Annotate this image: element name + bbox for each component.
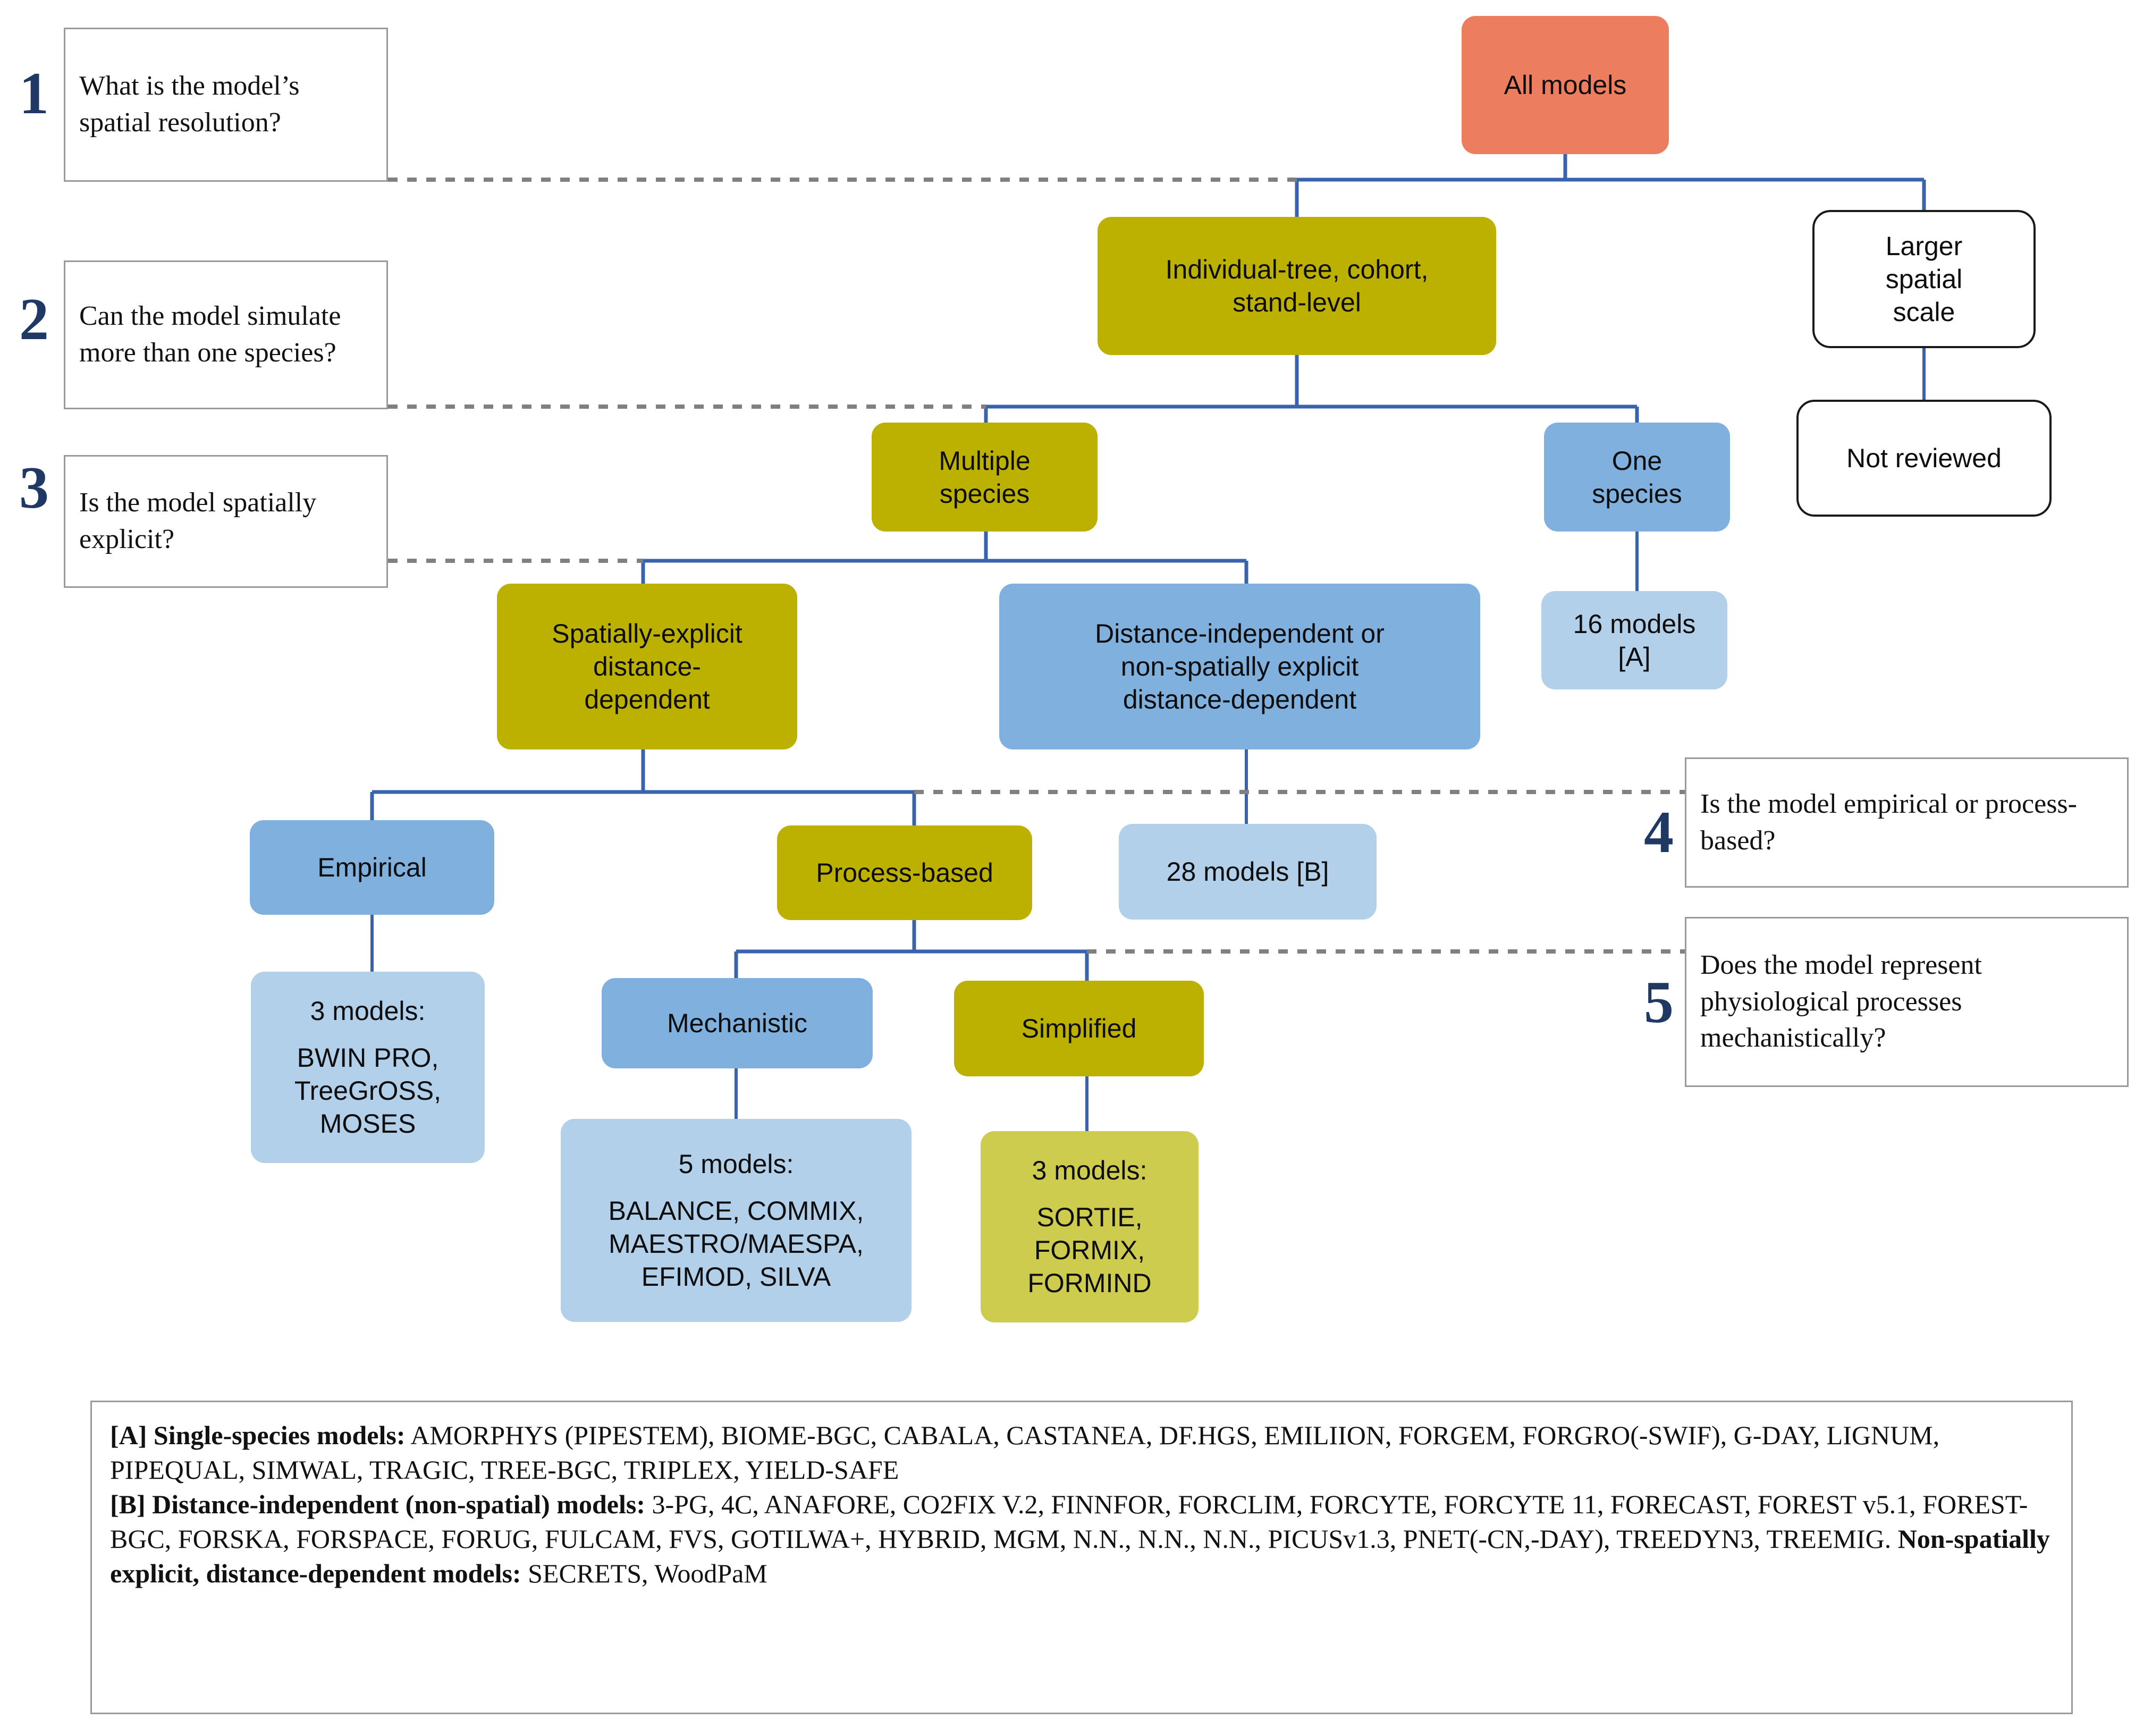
node-spatially-explicit-line1: Spatially-explicit bbox=[552, 619, 742, 648]
node-simplified-models-line3: FORMIND bbox=[1027, 1268, 1152, 1298]
question-text-5: Does the model represent physiological p… bbox=[1700, 950, 1982, 1054]
node-process-based-label: Process-based bbox=[816, 858, 993, 888]
node-individual-tree-line2: stand-level bbox=[1233, 288, 1361, 317]
node-spatially-explicit[interactable]: Spatially-explicit distance- dependent bbox=[497, 584, 797, 749]
node-distance-independent[interactable]: Distance-independent or non-spatially ex… bbox=[999, 584, 1480, 749]
question-text-4: Is the model empirical or process-based? bbox=[1700, 788, 2077, 856]
question-box-5: Does the model represent physiological p… bbox=[1685, 917, 2129, 1087]
node-larger-spatial-scale-line3: scale bbox=[1893, 297, 1955, 327]
footnote-b-label: [B] Distance-independent (non-spatial) m… bbox=[110, 1489, 645, 1519]
node-simplified-label: Simplified bbox=[1021, 1014, 1137, 1043]
node-simplified-models-line1: SORTIE, bbox=[1036, 1202, 1143, 1232]
footnote-panel: [A] Single-species models: AMORPHYS (PIP… bbox=[90, 1401, 2073, 1714]
node-individual-tree-line1: Individual-tree, cohort, bbox=[1165, 255, 1429, 284]
node-16-models-line2: [A] bbox=[1618, 642, 1651, 672]
footnote-b-text: 3-PG, 4C, ANAFORE, CO2FIX V.2, FINNFOR, … bbox=[110, 1489, 2028, 1554]
node-mechanistic-models-line3: EFIMOD, SILVA bbox=[641, 1262, 831, 1292]
node-16-models-line1: 16 models bbox=[1573, 609, 1696, 639]
footnote-c-label: Non-spatially explicit, distance-depende… bbox=[110, 1524, 2050, 1588]
question-number-2: 2 bbox=[19, 286, 49, 352]
question-text-3: Is the model spatially explicit? bbox=[79, 487, 317, 554]
node-empirical-models-line1: BWIN PRO, bbox=[297, 1043, 439, 1073]
question-text-2: Can the model simulate more than one spe… bbox=[79, 301, 341, 368]
node-all-models-label: All models bbox=[1504, 70, 1627, 100]
node-mechanistic-models-count: 5 models: bbox=[678, 1149, 794, 1179]
node-mechanistic-models[interactable]: 5 models: BALANCE, COMMIX, MAESTRO/MAESP… bbox=[561, 1119, 912, 1322]
node-one-species-line2: species bbox=[1592, 478, 1682, 509]
node-empirical-label: Empirical bbox=[317, 853, 427, 882]
node-empirical-models[interactable]: 3 models: BWIN PRO, TreeGrOSS, MOSES bbox=[251, 972, 485, 1163]
node-distance-independent-line3: distance-dependent bbox=[1123, 685, 1357, 714]
node-empirical-models-count: 3 models: bbox=[310, 996, 426, 1026]
node-process-based[interactable]: Process-based bbox=[777, 825, 1032, 920]
question-box-2: Can the model simulate more than one spe… bbox=[64, 260, 388, 409]
question-number-3: 3 bbox=[19, 455, 49, 521]
footnote-a-label: [A] Single-species models: bbox=[110, 1420, 406, 1450]
node-mechanistic-models-line2: MAESTRO/MAESPA, bbox=[609, 1229, 864, 1259]
node-not-reviewed-label: Not reviewed bbox=[1846, 443, 2002, 473]
node-28-models[interactable]: 28 models [B] bbox=[1119, 824, 1377, 920]
footnote-c-text: SECRETS, WoodPaM bbox=[521, 1558, 767, 1588]
node-larger-spatial-scale-line2: spatial bbox=[1885, 264, 1963, 294]
question-box-4: Is the model empirical or process-based? bbox=[1685, 757, 2129, 888]
node-empirical-models-line3: MOSES bbox=[319, 1109, 416, 1139]
node-simplified-models-line2: FORMIX, bbox=[1034, 1235, 1145, 1265]
node-distance-independent-line1: Distance-independent or bbox=[1095, 619, 1385, 648]
footnote-paragraph: [A] Single-species models: AMORPHYS (PIP… bbox=[110, 1418, 2053, 1591]
node-simplified-models[interactable]: 3 models: SORTIE, FORMIX, FORMIND bbox=[981, 1131, 1199, 1322]
node-one-species-line1: One bbox=[1611, 445, 1663, 476]
node-multiple-species-line2: species bbox=[939, 478, 1030, 509]
node-simplified[interactable]: Simplified bbox=[954, 981, 1204, 1076]
node-mechanistic-models-line1: BALANCE, COMMIX, bbox=[608, 1196, 864, 1226]
node-larger-spatial-scale-line1: Larger bbox=[1885, 231, 1963, 261]
node-one-species[interactable]: One species bbox=[1544, 423, 1730, 532]
node-multiple-species-line1: Multiple bbox=[939, 445, 1031, 476]
node-simplified-models-count: 3 models: bbox=[1032, 1156, 1147, 1185]
node-spatially-explicit-line2: distance- bbox=[593, 652, 701, 681]
node-empirical-models-line2: TreeGrOSS, bbox=[294, 1076, 441, 1106]
node-16-models[interactable]: 16 models [A] bbox=[1541, 591, 1727, 689]
footnote-a-text: AMORPHYS (PIPESTEM), BIOME-BGC, CABALA, … bbox=[110, 1420, 1940, 1485]
question-box-3: Is the model spatially explicit? bbox=[64, 455, 388, 588]
node-28-models-label: 28 models [B] bbox=[1166, 857, 1329, 887]
node-empirical[interactable]: Empirical bbox=[250, 820, 494, 915]
node-all-models[interactable]: All models bbox=[1462, 16, 1669, 154]
question-number-5: 5 bbox=[1644, 970, 1674, 1035]
node-individual-tree[interactable]: Individual-tree, cohort, stand-level bbox=[1098, 217, 1496, 355]
node-mechanistic-label: Mechanistic bbox=[667, 1008, 807, 1038]
question-text-1: What is the model’s spatial resolution? bbox=[79, 71, 300, 138]
node-multiple-species[interactable]: Multiple species bbox=[872, 423, 1098, 532]
node-spatially-explicit-line3: dependent bbox=[584, 685, 710, 714]
question-number-4: 4 bbox=[1644, 799, 1674, 865]
node-not-reviewed[interactable]: Not reviewed bbox=[1796, 400, 2052, 517]
question-box-1: What is the model’s spatial resolution? bbox=[64, 28, 388, 182]
node-distance-independent-line2: non-spatially explicit bbox=[1120, 652, 1359, 681]
node-mechanistic[interactable]: Mechanistic bbox=[602, 978, 873, 1068]
node-larger-spatial-scale[interactable]: Larger spatial scale bbox=[1812, 210, 2036, 348]
question-number-1: 1 bbox=[19, 61, 49, 127]
